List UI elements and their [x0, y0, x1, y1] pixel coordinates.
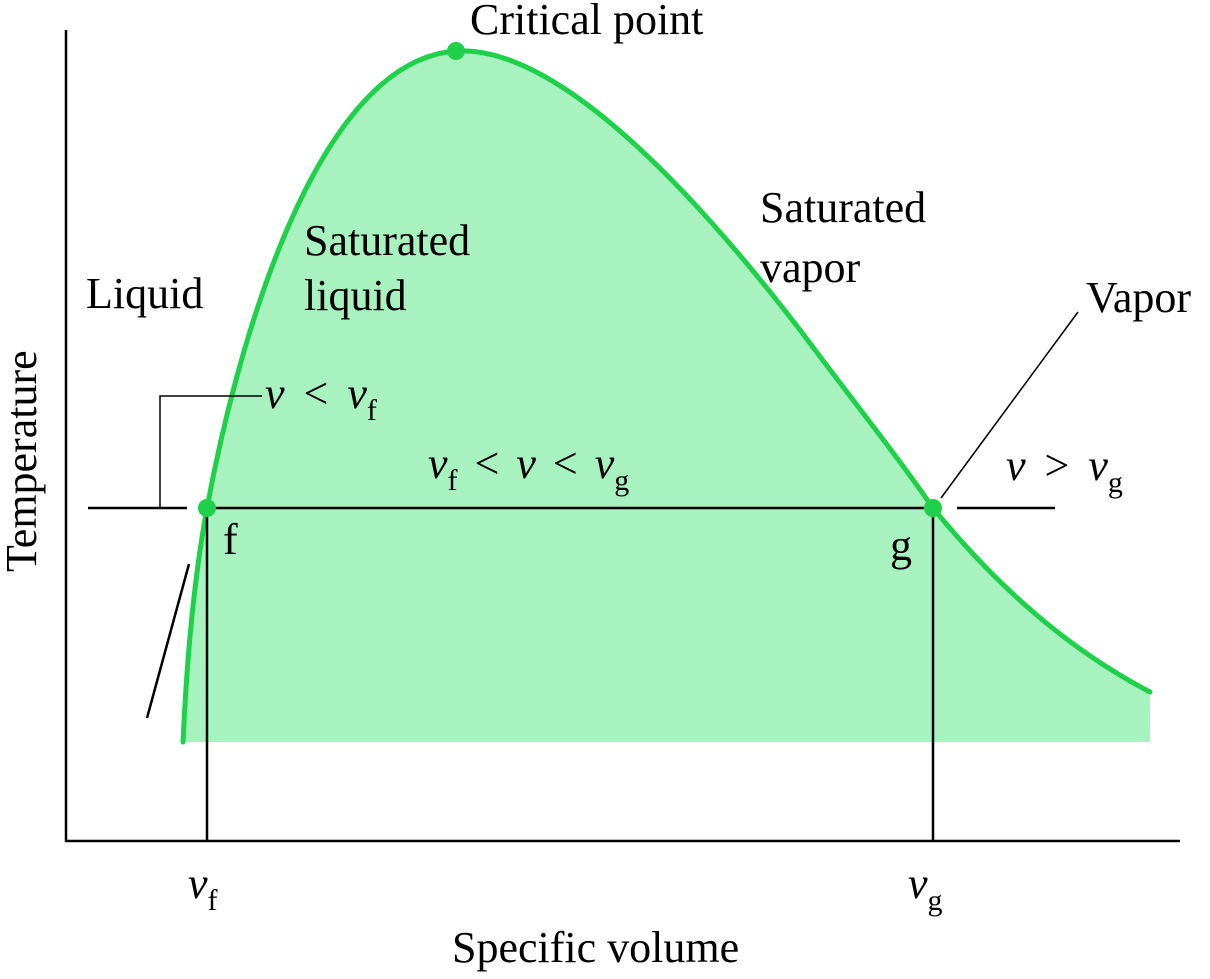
point-g-label: g [890, 521, 912, 570]
point-f-marker [198, 499, 216, 517]
dome-region [183, 50, 1150, 743]
liquid-label: Liquid [86, 269, 203, 318]
condition-liquid: v < vf [265, 369, 377, 427]
saturated-liquid-label-1: Saturated [304, 216, 470, 265]
slant-tick [145, 563, 191, 719]
condition-vapor: v > vg [1006, 441, 1123, 499]
y-axis-label: Temperature [0, 350, 46, 572]
x-tick-vg: vg [908, 859, 943, 917]
critical-point-marker [447, 42, 465, 60]
vapor-label: Vapor [1086, 273, 1191, 322]
saturated-liquid-label-2: liquid [304, 271, 407, 320]
saturated-vapor-label-2: vapor [760, 243, 861, 292]
leader-liquid [159, 395, 262, 508]
point-g-marker [924, 499, 942, 517]
point-f-label: f [223, 515, 238, 564]
saturated-vapor-label-1: Saturated [760, 183, 926, 232]
leader-vapor [940, 311, 1079, 499]
critical-point-label: Critical point [470, 0, 703, 44]
x-axis-label: Specific volume [452, 923, 739, 972]
x-tick-vf: vf [188, 859, 218, 917]
condition-mixture: vf < v < vg [428, 439, 629, 500]
